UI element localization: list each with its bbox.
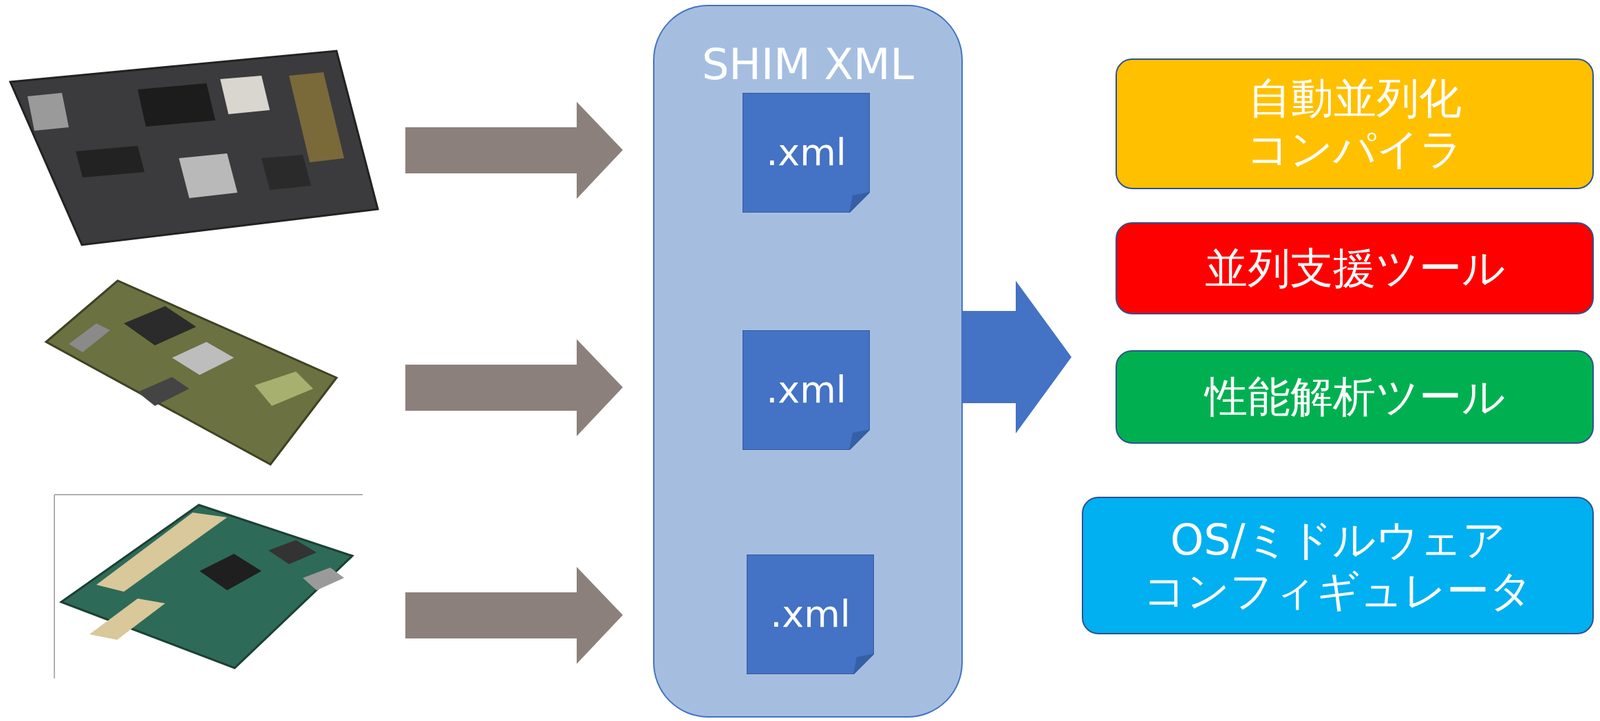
input-arrow: [405, 339, 623, 437]
pcb-board: [46, 280, 337, 465]
file-icon: .xml: [742, 92, 870, 213]
file-icon: .xml: [742, 330, 870, 451]
chip: [137, 83, 216, 127]
chip: [268, 540, 317, 565]
node-label: .xml: [770, 592, 851, 638]
file-body: [746, 554, 874, 675]
pin-header: [289, 72, 345, 163]
node-label: .xml: [765, 130, 847, 176]
node-label: 並列支援ツール: [1204, 242, 1506, 294]
file-body: [742, 330, 870, 451]
connector: [27, 92, 69, 131]
chip: [199, 553, 262, 591]
pci-slot: [96, 512, 228, 592]
node-label: 性能解析ツール: [1204, 371, 1506, 423]
board-photo: [10, 50, 378, 245]
connector: [68, 323, 111, 353]
file-fold: [849, 429, 870, 451]
chip: [220, 75, 270, 115]
antenna: [254, 371, 314, 407]
tool-box: 自動並列化 コンパイラ: [1115, 58, 1594, 190]
connector: [302, 567, 345, 591]
tool-box: 並列支援ツール: [1115, 222, 1594, 315]
board-photo: [54, 494, 363, 679]
node-label: .xml: [765, 368, 847, 413]
pcb-board: [10, 50, 378, 245]
node-label: OS/ミドルウェア コンフィギュレータ: [1096, 514, 1579, 618]
file-body: [742, 92, 870, 213]
connector: [178, 153, 238, 199]
file-fold: [853, 653, 874, 675]
photo-frame: [53, 494, 56, 679]
pci-slot: [89, 598, 166, 640]
node-label: 自動並列化 コンパイラ: [1182, 72, 1528, 176]
board-photo: [46, 280, 337, 465]
chip: [75, 145, 145, 178]
chip: [172, 342, 234, 376]
output-arrow: [962, 280, 1072, 434]
connector: [261, 154, 312, 190]
node-label: SHIM XML: [701, 39, 914, 91]
pcb-board: [61, 505, 353, 669]
chip: [123, 306, 197, 346]
photo-frame: [54, 494, 363, 496]
container-panel: SHIM XML .xml .xml .xml: [653, 4, 963, 718]
input-arrow: [405, 567, 623, 665]
tool-box: 性能解析ツール: [1115, 350, 1594, 444]
input-arrow: [405, 101, 623, 199]
file-fold: [849, 192, 870, 213]
file-icon: .xml: [746, 554, 874, 675]
tool-box: OS/ミドルウェア コンフィギュレータ: [1081, 496, 1594, 635]
connector: [137, 377, 190, 407]
